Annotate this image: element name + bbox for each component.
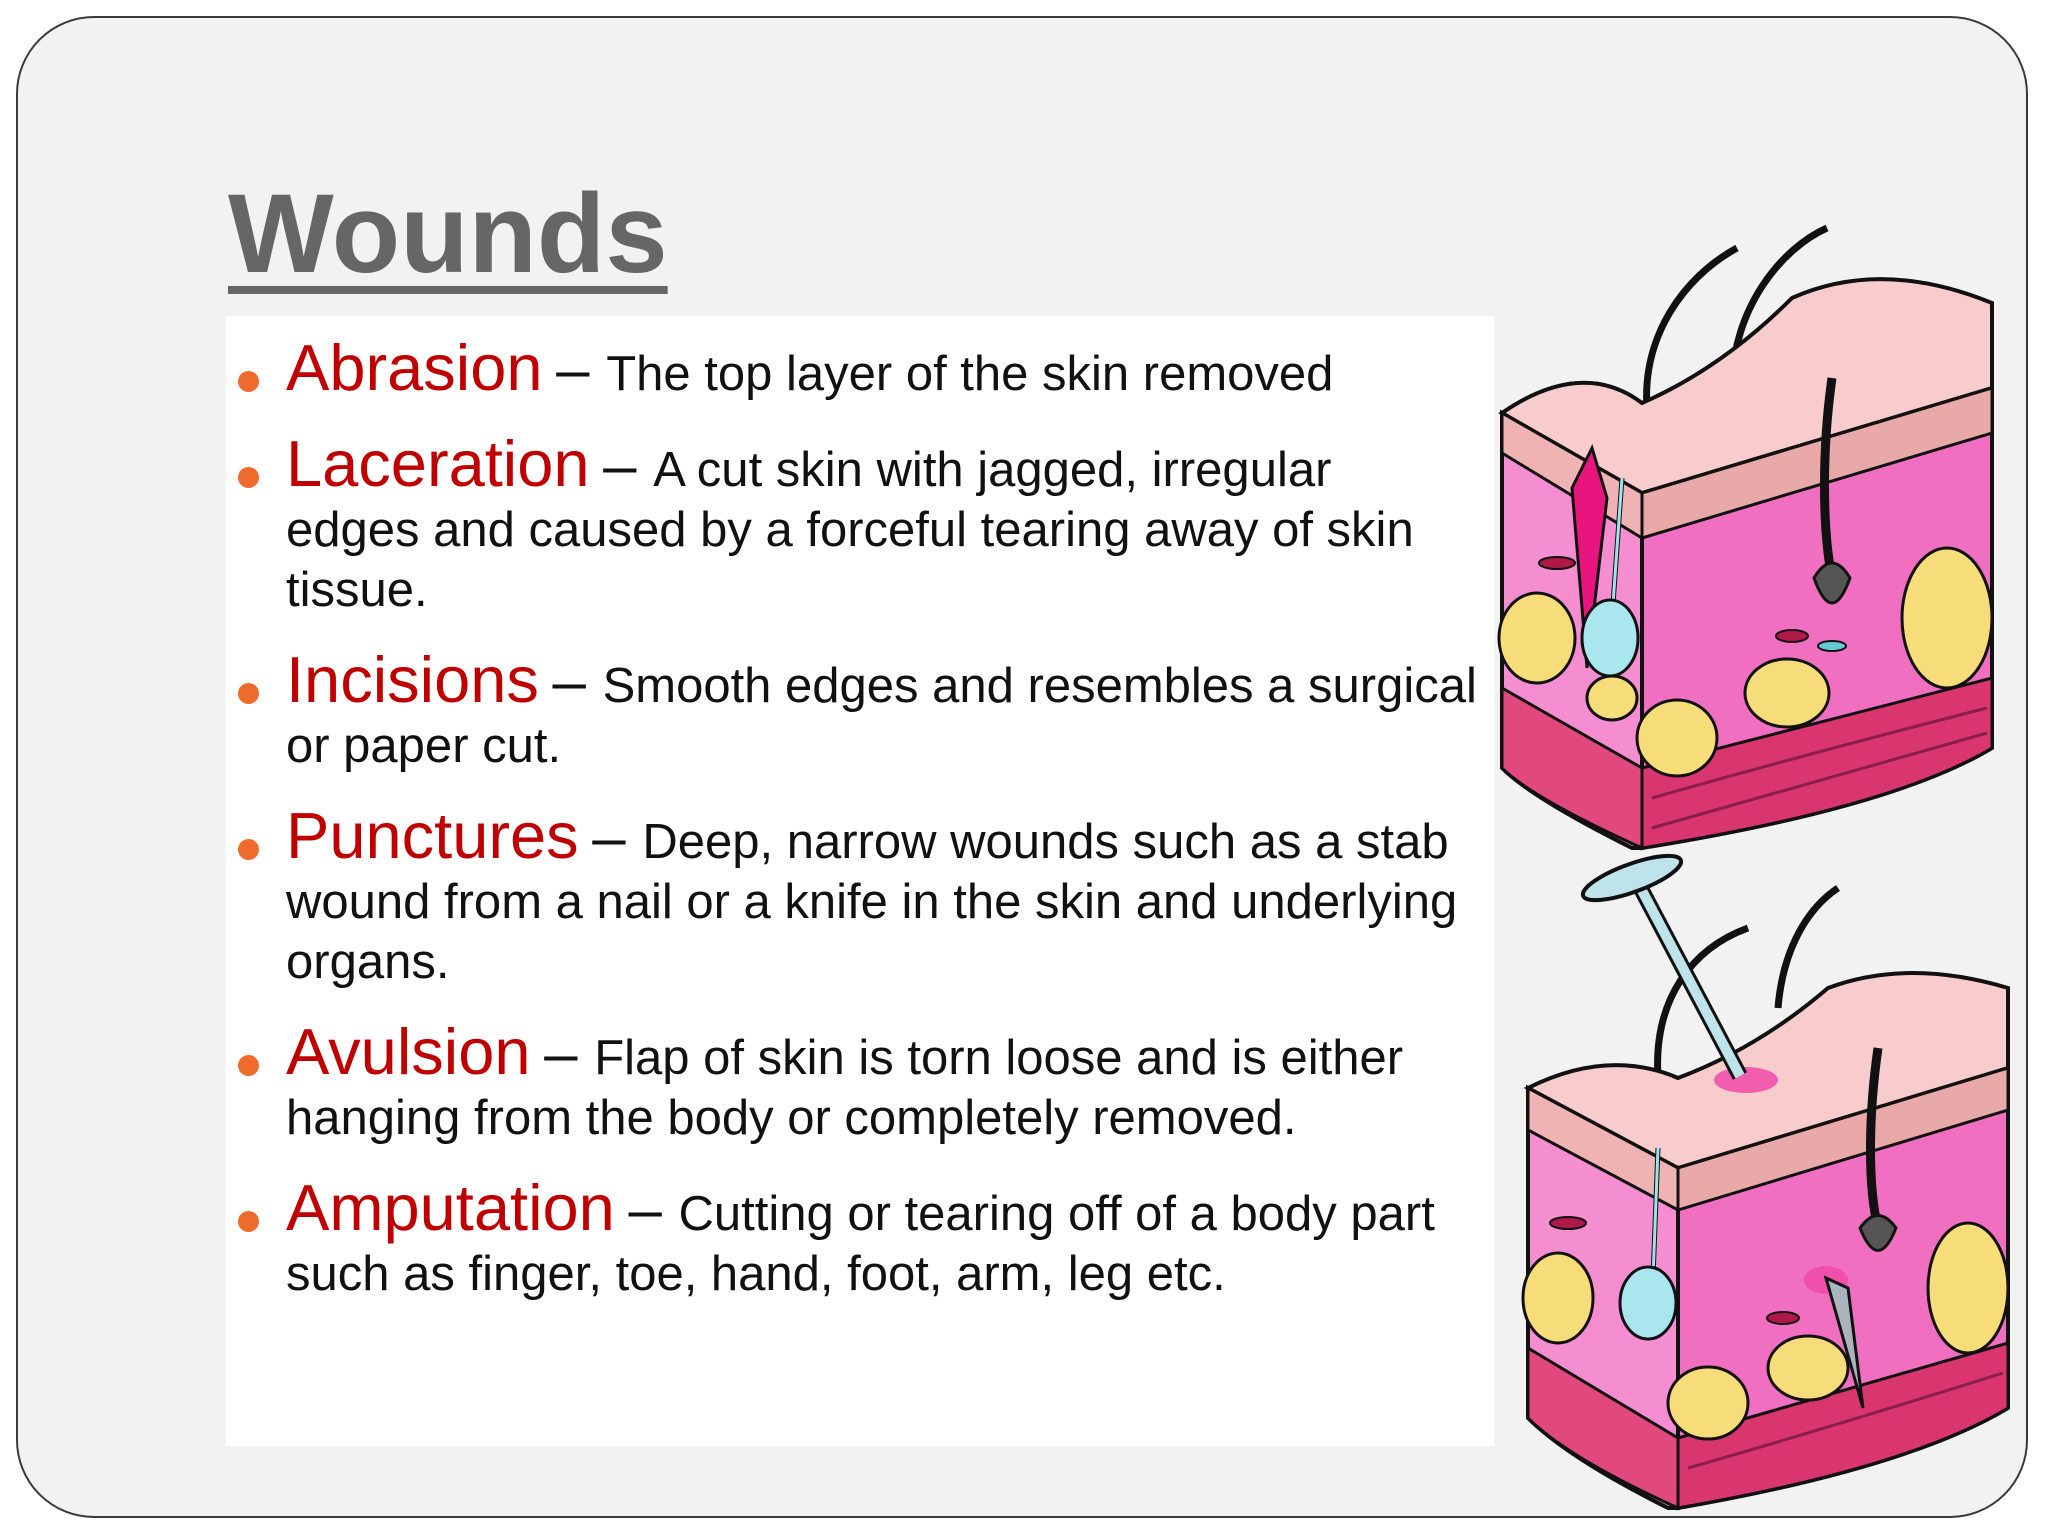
bullet-icon [238,371,259,392]
term-punctures: Punctures [286,799,579,872]
list-item-avulsion: Avulsion – Flap of skin is torn loose an… [228,1019,1478,1148]
term-amputation: Amputation [286,1171,615,1244]
slide: Wounds Abrasion – The top layer of the s… [16,16,2028,1518]
term-avulsion: Avulsion [286,1015,531,1088]
separator-dash: – [552,648,603,715]
separator-dash: – [628,1176,679,1243]
wound-list: Abrasion – The top layer of the skin rem… [228,335,1478,1334]
slide-title: Wounds [228,171,668,296]
separator-dash: – [592,804,643,871]
term-laceration: Laceration [286,427,590,500]
list-item-laceration: Laceration – A cut skin with jagged, irr… [228,431,1478,620]
definition-amputation: Cutting or tearing off of a body part su… [286,1187,1435,1301]
definition-punctures: Deep, narrow wounds such as a stab wound… [286,815,1458,989]
definition-incisions: Smooth edges and resembles a surgical or… [286,659,1477,773]
bullet-icon [238,1211,259,1232]
laceration-skin-diagram-icon [1497,224,1994,851]
term-incisions: Incisions [286,643,539,716]
list-item-abrasion: Abrasion – The top layer of the skin rem… [228,335,1478,404]
definition-laceration: A cut skin with jagged, irregular edges … [286,443,1414,617]
separator-dash: – [603,432,654,499]
definition-avulsion: Flap of skin is torn loose and is either… [286,1031,1404,1145]
bullet-icon [238,1055,259,1076]
bullet-icon [238,683,259,704]
separator-dash: – [556,336,607,403]
puncture-skin-diagram-icon [1521,853,2010,1511]
bullet-icon [238,839,259,860]
definition-abrasion: The top layer of the skin removed [606,347,1334,401]
list-item-amputation: Amputation – Cutting or tearing off of a… [228,1175,1478,1304]
term-abrasion: Abrasion [286,331,543,404]
content-panel [226,316,1494,1446]
separator-dash: – [544,1020,595,1087]
list-item-punctures: Punctures – Deep, narrow wounds such as … [228,803,1478,992]
list-item-incisions: Incisions – Smooth edges and resembles a… [228,647,1478,776]
bullet-icon [238,467,259,488]
